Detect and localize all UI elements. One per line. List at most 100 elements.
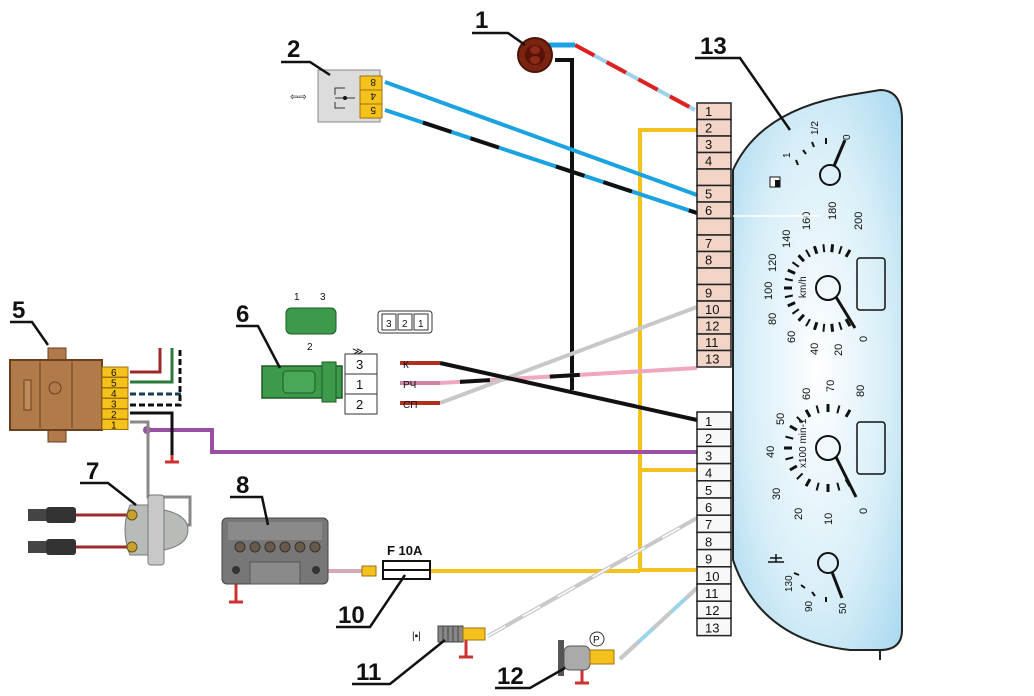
ignition-coil-7[interactable] bbox=[28, 494, 189, 566]
connector-2-pin-label: 5 bbox=[370, 104, 376, 115]
connector-pin-label: 4 bbox=[705, 466, 712, 481]
plug-pin-label: 1 bbox=[294, 292, 300, 303]
speed-label: 100 bbox=[763, 282, 775, 300]
connector-pin bbox=[696, 135, 732, 154]
connector-pin bbox=[696, 201, 732, 220]
tach-label: 60 bbox=[801, 388, 813, 400]
fuel-label-half: 1/2 bbox=[810, 121, 821, 135]
tach-label: 80 bbox=[855, 385, 867, 397]
gauge-tick bbox=[784, 277, 793, 282]
connector-pin bbox=[696, 217, 732, 236]
gauge-tick bbox=[844, 318, 852, 327]
speed-label: 120 bbox=[767, 254, 779, 272]
gauge-tick bbox=[815, 482, 820, 491]
gauge-tick bbox=[830, 323, 835, 332]
relay-pin bbox=[101, 419, 129, 430]
connector-pin-label: 3 bbox=[705, 137, 712, 152]
connector-pin bbox=[696, 531, 732, 551]
gauge-tick bbox=[789, 424, 798, 432]
connector-pin-label: 1 bbox=[705, 414, 712, 429]
connector-pin-label: 10 bbox=[705, 569, 719, 584]
connector-pin bbox=[696, 283, 732, 302]
connector-pin bbox=[696, 411, 732, 430]
speed-sensor-plug bbox=[285, 307, 337, 335]
callout-11: 11 bbox=[356, 659, 381, 686]
gauge-tick bbox=[796, 472, 804, 480]
odometer-window bbox=[856, 257, 886, 311]
connector-pin-label: 7 bbox=[705, 236, 712, 251]
wire-blue bbox=[384, 80, 698, 197]
connector-pin bbox=[696, 480, 732, 499]
connector-pin-label: 2 bbox=[705, 431, 712, 446]
connector-pin-label: 6 bbox=[705, 500, 712, 515]
connector-pin-label: 6 bbox=[705, 203, 712, 218]
parking-brake-switch-12[interactable]: P bbox=[558, 631, 615, 676]
socket-pin-label: 2 bbox=[402, 319, 408, 330]
gauge-tick bbox=[838, 245, 843, 255]
callout-13: 13 bbox=[700, 33, 727, 60]
connector-pin bbox=[696, 617, 732, 637]
gauge-tick bbox=[787, 268, 796, 275]
wire-code: РЧ bbox=[403, 380, 416, 391]
callout-8: 8 bbox=[236, 472, 249, 499]
gauge-tick bbox=[797, 313, 806, 322]
speed-label: 40 bbox=[809, 343, 821, 355]
fuse-10[interactable]: F 10A bbox=[361, 543, 431, 580]
gauge-tick bbox=[844, 409, 852, 418]
callout-7: 7 bbox=[86, 458, 99, 485]
temperature-gauge: 130 90 50 bbox=[768, 552, 849, 614]
tachometer-unit: x100 min-1 bbox=[798, 418, 809, 468]
gauge-tick bbox=[830, 244, 835, 253]
oil-pressure-sensor[interactable] bbox=[517, 37, 553, 73]
speed-label: 60 bbox=[786, 331, 798, 343]
tach-label: 40 bbox=[765, 446, 777, 458]
coolant-temp-sensor-11[interactable]: |▪| bbox=[412, 625, 486, 643]
gauge-tick bbox=[844, 478, 852, 487]
gauge-tick bbox=[784, 294, 793, 299]
gauge-tick bbox=[822, 323, 826, 332]
tach-label: 70 bbox=[825, 380, 837, 392]
fuse-block-8[interactable] bbox=[221, 517, 329, 585]
connector-pin bbox=[696, 514, 732, 534]
relay-pin-label: 6 bbox=[111, 368, 117, 379]
connector-pin bbox=[696, 428, 732, 448]
gauge-tick bbox=[805, 249, 811, 258]
callout-1: 1 bbox=[475, 7, 488, 34]
sensor-icon: |▪| bbox=[412, 631, 421, 642]
connector-pin-label: 4 bbox=[705, 154, 712, 169]
relay-pin-label: 4 bbox=[111, 389, 117, 400]
speedometer-ticks bbox=[784, 244, 852, 332]
gauge-tick bbox=[796, 416, 804, 424]
callout-2: 2 bbox=[287, 36, 300, 63]
gauge-tick bbox=[791, 308, 800, 315]
socket-pin bbox=[397, 313, 413, 331]
socket-pin bbox=[413, 313, 429, 331]
connector-pin bbox=[696, 102, 732, 121]
terminal-pin: 2 bbox=[356, 397, 363, 412]
connector-pin bbox=[696, 462, 732, 482]
socket-pin-label: 1 bbox=[418, 319, 424, 330]
socket-pin bbox=[381, 313, 397, 331]
connector-pin-label: 3 bbox=[705, 448, 712, 463]
terminal-box bbox=[344, 393, 378, 415]
connector-pin-label: 2 bbox=[705, 121, 712, 136]
callout-12: 12 bbox=[497, 663, 524, 690]
connector-pin-label: 13 bbox=[705, 352, 719, 367]
plug-pin-label: 3 bbox=[320, 292, 326, 303]
trip-window bbox=[856, 421, 886, 475]
connector-pin-label: 10 bbox=[705, 302, 719, 317]
switch-connector-2[interactable]: ⇦⇨ 845 bbox=[290, 69, 383, 123]
wire-code: К bbox=[403, 360, 409, 371]
gauge-tick bbox=[812, 245, 819, 255]
connector-pin bbox=[696, 168, 732, 187]
wire-yellow-bus bbox=[638, 128, 700, 572]
speed-label: 200 bbox=[853, 212, 865, 230]
fuse-terminal bbox=[309, 541, 321, 553]
gauge-tick bbox=[789, 464, 798, 472]
fuse-terminal bbox=[249, 541, 261, 553]
speedometer: km/h 0 20 40 60 80 100 120 140 160 180 2… bbox=[763, 202, 886, 356]
